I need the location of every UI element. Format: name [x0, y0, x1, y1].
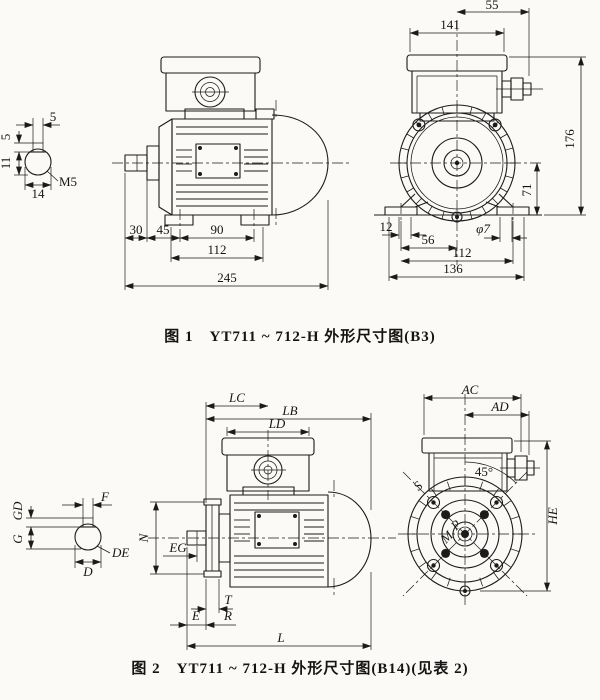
- fig1-dim-112-front: 112: [452, 245, 471, 260]
- fig1-dim-176: 176: [562, 129, 577, 149]
- fig2-screw-heads: [441, 510, 489, 597]
- fig2-dim-L: L: [276, 630, 284, 645]
- fig1-dim-56: 56: [422, 232, 436, 247]
- fig1-hole-dia-label: φ7: [476, 221, 490, 236]
- fig2-side-view: LC LB LD N EG T E: [136, 390, 396, 650]
- fig1-dim-141: 141: [440, 17, 460, 32]
- fig2-angle-label: 45°: [475, 464, 493, 479]
- fig1-shaft-dia-label: 14: [32, 186, 46, 201]
- fig1-feet: [374, 193, 542, 221]
- fig2-cooling-fins: [234, 502, 324, 578]
- fig1-dim-30: 30: [130, 222, 143, 237]
- fig1-dim-55: 55: [486, 0, 499, 12]
- figure1-drawing: 5 5 11 14 M5: [0, 0, 586, 290]
- fig2-dim-EG: EG: [168, 540, 187, 555]
- fig1-eye-bolts: [412, 118, 502, 223]
- fig1-cooling-fins: [176, 126, 268, 207]
- fig2-dim-N: N: [136, 532, 151, 543]
- fig1-dim-245: 245: [217, 270, 237, 285]
- fig2-dim-E: E: [191, 608, 200, 623]
- fig2-dim-S: S: [410, 478, 426, 494]
- fig1-key-width-label: 5: [50, 109, 57, 124]
- fig2-shaft-d-label: D: [82, 564, 93, 579]
- fig2-dim-LC: LC: [228, 390, 245, 405]
- fig2-key-width-label: F: [100, 489, 110, 504]
- fig1-dim-90: 90: [211, 222, 224, 237]
- figure2-drawing: F GD G DE D: [10, 382, 560, 650]
- fig1-front-view: 55 141 71 176 12 φ7 56: [374, 0, 586, 281]
- fig1-dim-112-side: 112: [207, 242, 226, 257]
- fig1-dim-45: 45: [157, 222, 170, 237]
- fig1-side-view: 30 45 90 112 245: [112, 56, 352, 290]
- fig2-dim-P: P: [447, 517, 464, 534]
- fig2-dim-LD: LD: [268, 416, 286, 431]
- fig2-dim-LB: LB: [281, 403, 297, 418]
- figure1-caption: 图 1 YT711 ~ 712-H 外形尺寸图(B3): [164, 329, 436, 345]
- fig1-key-height-label: 5: [0, 134, 13, 141]
- fig1-dim-71: 71: [519, 184, 534, 197]
- fig2-dim-AC: AC: [461, 382, 479, 397]
- fig1-dim-136: 136: [443, 261, 463, 276]
- fig2-dim-T: T: [224, 592, 232, 607]
- fig2-flange-holes: [426, 495, 504, 573]
- fig2-shaft-section: F GD G DE D: [10, 489, 129, 579]
- fig1-depth-label: 11: [0, 157, 13, 170]
- fig2-depth-label: G: [10, 534, 25, 544]
- fig1-cable-gland: [496, 77, 543, 101]
- fig2-dim-AD: AD: [490, 399, 509, 414]
- fig2-front-view: 45°: [398, 382, 560, 605]
- fig1-ring-ribs: [399, 105, 515, 221]
- figure2-caption: 图 2 YT711 ~ 712-H 外形尺寸图(B14)(见表 2): [131, 661, 469, 677]
- fig2-dim-HE: HE: [545, 507, 560, 525]
- fig1-thread-label: M5: [59, 174, 77, 189]
- fig1-dim-12: 12: [380, 219, 393, 234]
- fig2-cable-gland: [500, 455, 540, 481]
- fig2-key-height-label: GD: [10, 501, 25, 520]
- fig2-shaft-dia-letter: DE: [111, 545, 129, 560]
- fig2-dim-R: R: [223, 608, 232, 623]
- fig2-ring-ribs: [408, 477, 522, 591]
- fig1-shaft-section: 5 5 11 14 M5: [0, 109, 77, 201]
